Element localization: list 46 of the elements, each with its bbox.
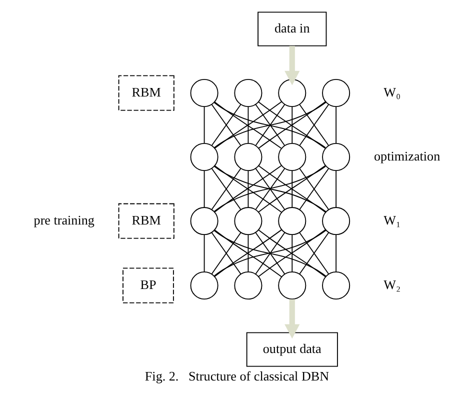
connector — [204, 106, 205, 144]
connector — [292, 234, 293, 272]
node-circle — [322, 78, 350, 108]
connector — [336, 170, 337, 208]
label: W₀ — [384, 84, 401, 100]
label: optimization — [374, 148, 440, 164]
node-box: BP — [122, 268, 174, 304]
label: pre training — [34, 212, 94, 228]
connector — [255, 232, 286, 275]
node-circle — [190, 271, 218, 300]
connector — [299, 232, 330, 275]
node-circle — [234, 207, 262, 236]
node-circle — [234, 271, 262, 300]
connector — [336, 106, 337, 144]
node-box: output data — [246, 332, 338, 367]
node-circle — [190, 78, 218, 108]
connector — [248, 170, 249, 208]
node-circle — [278, 143, 306, 172]
node-circle — [190, 207, 218, 236]
connector — [248, 106, 249, 144]
connector — [211, 104, 242, 146]
node-box: RBM — [118, 203, 174, 239]
connector — [336, 234, 337, 272]
node-circle — [234, 143, 262, 172]
node-circle — [278, 78, 306, 108]
connector — [248, 234, 249, 272]
node-circle — [322, 207, 350, 236]
node-circle — [278, 271, 306, 300]
connector — [292, 170, 293, 208]
node-circle — [278, 207, 306, 236]
connector — [204, 234, 205, 272]
connector — [292, 106, 293, 144]
node-circle — [234, 78, 262, 108]
node-circle — [322, 271, 350, 300]
label: W₁ — [384, 212, 401, 228]
connector — [204, 170, 205, 208]
arrow — [284, 299, 300, 339]
label: W₂ — [384, 276, 401, 292]
connector — [211, 232, 242, 275]
node-box: RBM — [118, 75, 174, 111]
node-circle — [190, 143, 218, 172]
node-box: data in — [258, 12, 327, 46]
node-circle — [322, 143, 350, 172]
arrow — [284, 46, 300, 86]
caption: Fig. 2. Structure of classical DBN — [144, 368, 330, 384]
connector — [211, 168, 242, 210]
